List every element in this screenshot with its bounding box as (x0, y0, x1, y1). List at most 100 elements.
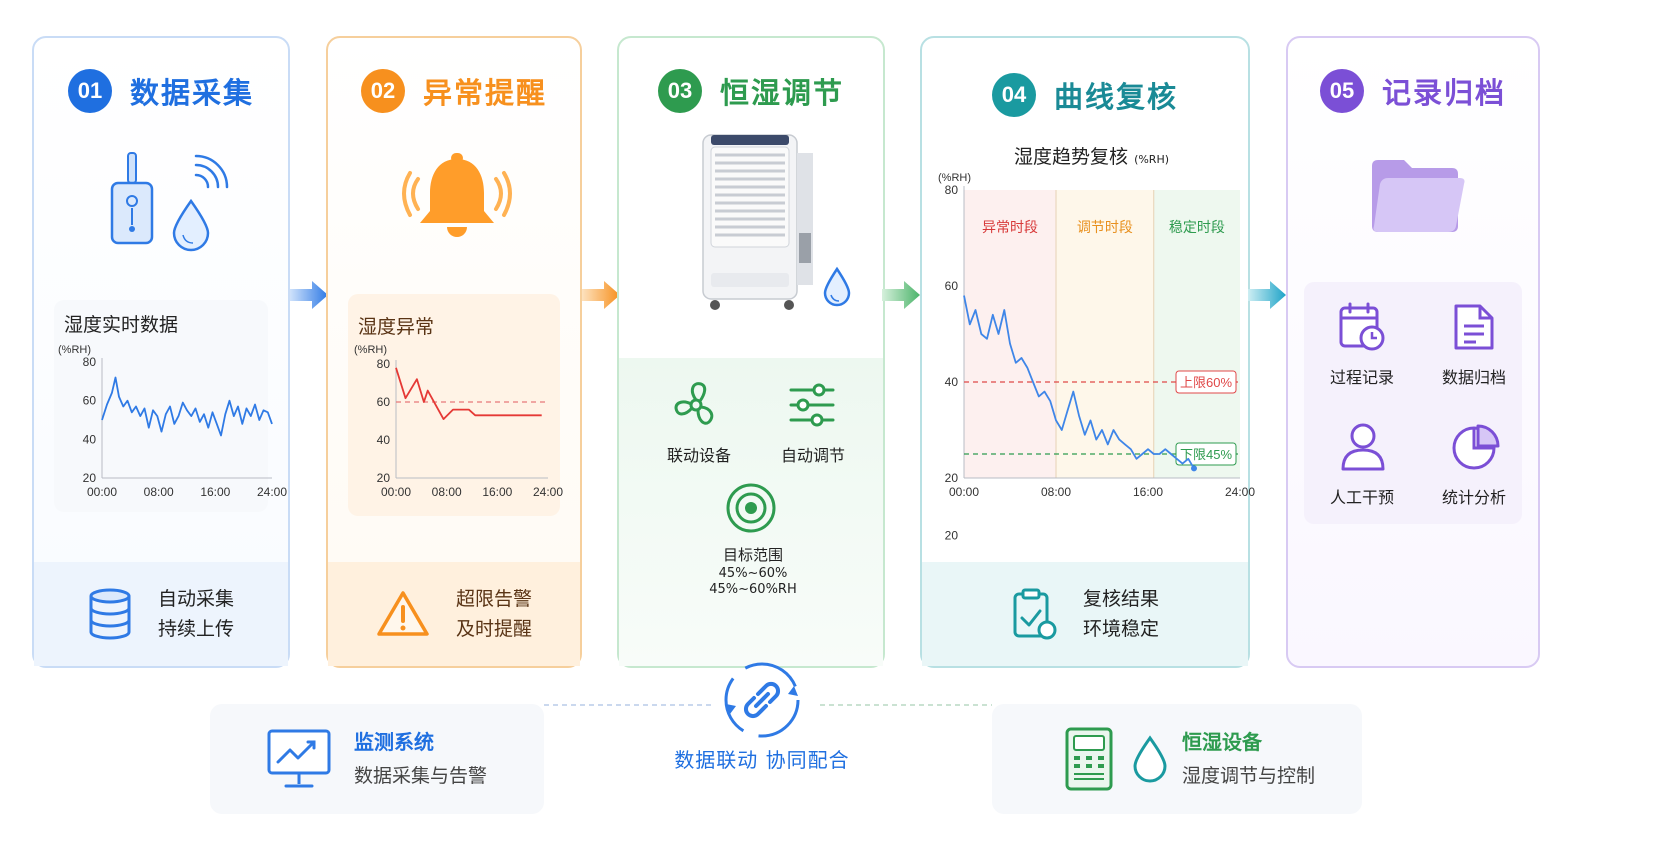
step-number: 04 (991, 73, 1036, 117)
step-number: 03 (657, 69, 702, 113)
linkage-label: 数据联动 协同配合 (674, 748, 850, 772)
fan-icon (674, 382, 714, 425)
sensor-icon (110, 152, 229, 252)
chart-unit: (%RH) (354, 344, 387, 356)
step-footer: 自动采集持续上传 (34, 562, 288, 666)
step-footer: 复核结果环境稳定 (922, 562, 1248, 666)
footer-line-1: 超限告警 (455, 588, 532, 610)
chart-zone (964, 190, 1056, 478)
x-tick-label: 24:00 (533, 485, 563, 499)
step-title: 异常提醒 (422, 76, 547, 110)
y-tick-label: 20 (377, 471, 391, 485)
control-label-auto: 自动调节 (780, 446, 845, 465)
step-header: 01 数据采集 (34, 66, 288, 116)
y-tick-label: 60 (83, 394, 97, 408)
chart-title: 湿度异常 (358, 316, 435, 338)
x-tick-label: 24:00 (1225, 485, 1255, 499)
monitoring-title: 监测系统 (354, 730, 434, 754)
calendar-clock-icon (1339, 302, 1385, 351)
x-tick-label: 16:00 (200, 485, 230, 499)
step-number: 05 (1319, 69, 1364, 113)
step-header: 02 异常提醒 (328, 66, 580, 116)
footer-line-2: 持续上传 (157, 618, 234, 640)
chart-zone (1153, 190, 1240, 478)
x-tick-label: 00:00 (87, 485, 117, 499)
step-header: 03 恒湿调节 (619, 66, 883, 116)
clipboard-check-icon (1013, 588, 1057, 640)
y-tick-label: 80 (945, 183, 959, 197)
limit-label: 上限60% (1180, 375, 1232, 390)
y-tick-label: 20 (945, 471, 959, 485)
water-drop-icon (1133, 735, 1167, 783)
flow-arrow-4 (1248, 281, 1286, 309)
dehumidifier-icon (702, 134, 851, 310)
y-tick-label: 20 (83, 471, 97, 485)
sliders-icon (789, 383, 835, 427)
chart-zone (1056, 190, 1154, 478)
zone-label: 调节时段 (1077, 219, 1133, 235)
y-tick-label: 60 (945, 279, 959, 293)
target-range-1: 45%~60% (718, 566, 788, 581)
humidity-device-box: 恒湿设备 湿度调节与控制 (992, 704, 1362, 814)
step-title: 曲线复核 (1053, 80, 1178, 114)
zone-label: 异常时段 (982, 219, 1038, 235)
limit-badge (1175, 370, 1237, 394)
series-line (963, 295, 1195, 469)
database-icon (89, 588, 131, 640)
flow-arrow-3 (882, 281, 920, 309)
step-number: 01 (67, 69, 112, 113)
chart-title: 湿度实时数据 (64, 314, 179, 336)
archive-label-process: 过程记录 (1329, 368, 1394, 387)
chart-unit: (%RH) (938, 172, 971, 184)
step-number: 02 (360, 69, 405, 113)
y-tick-label: 40 (377, 433, 391, 447)
footer-line-1: 复核结果 (1082, 588, 1159, 610)
target-range-2: 45%~60%RH (709, 582, 797, 597)
series-line (101, 376, 273, 437)
y-tick-label: 40 (945, 375, 959, 389)
x-tick-label: 24:00 (257, 485, 287, 499)
warning-icon (377, 591, 429, 636)
device-title: 恒湿设备 (1182, 730, 1262, 754)
series-line (395, 367, 542, 420)
x-tick-label: 08:00 (144, 485, 174, 499)
footer-line-2: 及时提醒 (455, 618, 532, 640)
limit-badge (1175, 442, 1237, 466)
step-title: 记录归档 (1381, 76, 1506, 110)
y-tick-label: 60 (377, 395, 391, 409)
connector-line (544, 704, 992, 706)
series-end-point (1191, 465, 1197, 472)
target-icon (726, 483, 776, 533)
chart-title-unit: (%RH) (1134, 153, 1170, 166)
footer-line-2: 环境稳定 (1082, 618, 1159, 640)
chart-title: 湿度趋势复核 (%RH) (1014, 142, 1169, 169)
archive-label-manual: 人工干预 (1329, 488, 1394, 507)
flow-arrow-1 (290, 281, 328, 309)
archive-label-data: 数据归档 (1441, 368, 1506, 387)
step-footer: 超限告警及时提醒 (328, 562, 580, 666)
monitoring-sub: 数据采集与告警 (354, 765, 488, 787)
x-tick-label: 00:00 (381, 485, 411, 499)
y-tick-label: 80 (377, 357, 391, 371)
control-cabinet-icon (1065, 727, 1113, 791)
bell-icon (402, 153, 512, 237)
archive-label-stats: 统计分析 (1441, 488, 1506, 507)
footer-line-1: 自动采集 (157, 588, 234, 610)
user-icon (1341, 423, 1385, 471)
zone-label: 稳定时段 (1169, 219, 1225, 235)
step-header: 05 记录归档 (1288, 66, 1538, 116)
x-tick-label: 08:00 (1041, 485, 1071, 499)
device-sub: 湿度调节与控制 (1182, 765, 1316, 787)
control-panel: 联动设备 自动调节 目标范围 45%~60% 45%~60%RH (619, 358, 883, 666)
step-card-4: 04 曲线复核 湿度趋势复核 (%RH) (%RH) 异常时段 调节时段 稳定时段 8… (920, 36, 1256, 668)
step-title: 恒湿调节 (719, 76, 844, 110)
pie-chart-icon (1452, 424, 1500, 470)
folder-icon (1372, 160, 1465, 232)
y-tick-label: 40 (83, 432, 97, 446)
step-card-5: 05 记录归档 过程记录 数据归档 人工干预 统计分析 (1286, 36, 1540, 668)
